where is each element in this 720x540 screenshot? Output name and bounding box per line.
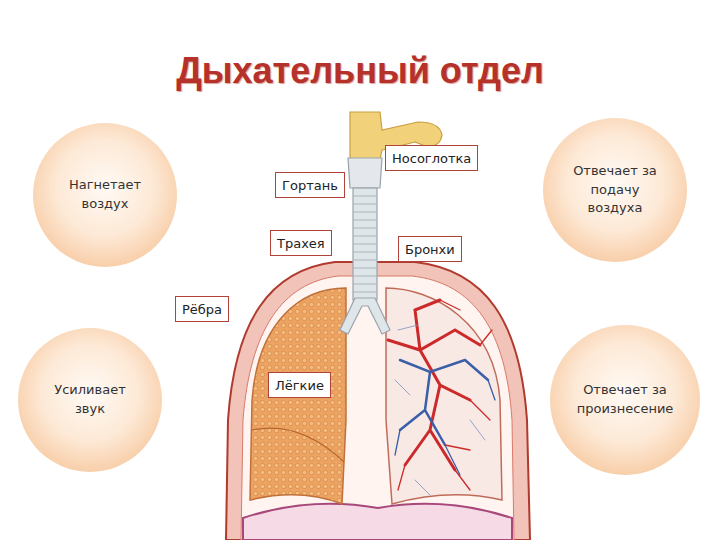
function-text: Усиливает звук — [50, 381, 130, 419]
part-label: Бронхи — [398, 236, 462, 262]
part-name: Бронхи — [405, 242, 455, 257]
part-label: Рёбра — [175, 296, 229, 322]
part-name: Лёгкие — [275, 378, 324, 393]
left-lung — [250, 288, 346, 504]
chest-cavity — [241, 276, 514, 540]
function-text: Отвечает за произнесение — [573, 381, 677, 419]
function-circle: Отвечает за подачу воздуха — [543, 118, 687, 262]
chest-wall — [226, 262, 530, 540]
part-label: Трахея — [270, 230, 332, 256]
diaphragm — [243, 504, 512, 540]
function-text: Нагнетает воздух — [55, 176, 155, 214]
part-label: Гортань — [275, 172, 345, 198]
trachea — [353, 188, 377, 300]
part-label: Носоглотка — [385, 145, 478, 171]
lung-vessels — [388, 300, 495, 495]
bronchi — [340, 298, 390, 334]
part-name: Гортань — [282, 178, 338, 193]
function-text: Отвечает за подачу воздуха — [563, 162, 667, 219]
function-circle: Нагнетает воздух — [33, 123, 177, 267]
trachea-rings — [353, 196, 377, 292]
part-label: Лёгкие — [268, 372, 331, 398]
diagram-title: Дыхательный отдел — [0, 50, 720, 92]
larynx — [348, 158, 382, 188]
function-circle: Усиливает звук — [18, 328, 162, 472]
right-lung — [386, 288, 502, 504]
function-circle: Отвечает за произнесение — [550, 325, 700, 475]
lung-lobe-line — [252, 428, 344, 462]
part-name: Носоглотка — [392, 151, 471, 166]
part-name: Трахея — [277, 236, 325, 251]
part-name: Рёбра — [182, 302, 222, 317]
